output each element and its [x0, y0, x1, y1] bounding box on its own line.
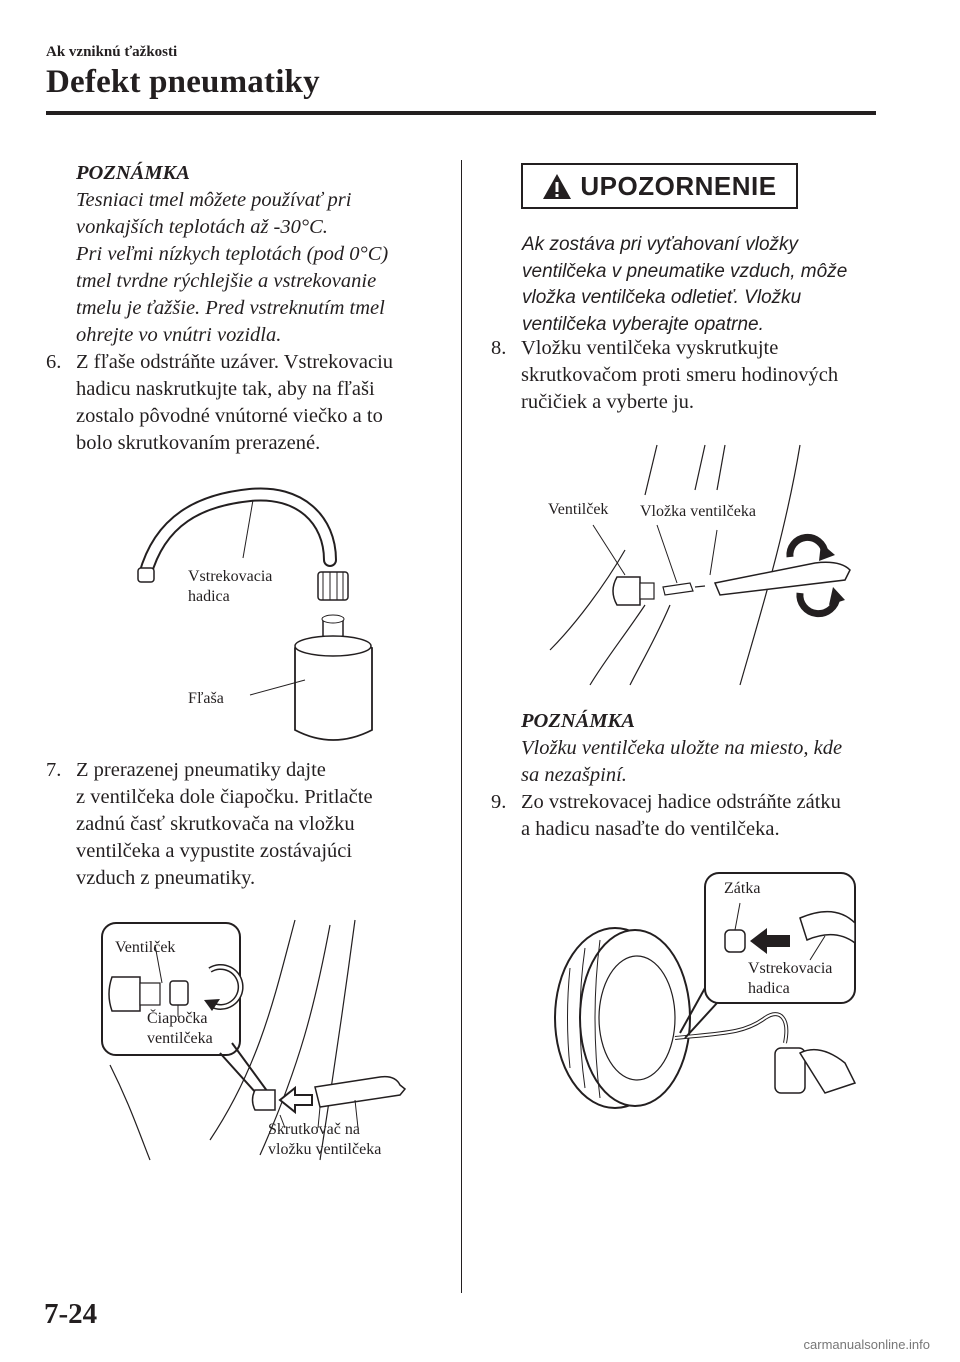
valve-cap-illustration	[101, 919, 407, 1161]
step-line: Z prerazenej pneumatiky dajte	[76, 759, 326, 781]
warning-line: ventilčeka vyberajte opatrne.	[522, 313, 764, 335]
step-line: zadnú časť skrutkovača na vložku	[76, 813, 355, 835]
label-line: Vstrekovacia	[188, 568, 273, 585]
note-2-line: Vložku ventilčeka uložte na miesto, kde	[521, 737, 843, 759]
fig4-plug-label: Zátka	[724, 880, 761, 897]
note-2-heading: POZNÁMKA	[521, 710, 635, 732]
step-line: z ventilčeka dole čiapočku. Pritlačte	[76, 786, 373, 808]
label-line: Skrutkovač na	[268, 1121, 360, 1138]
step-number: 9.	[491, 791, 507, 813]
note-2-line: sa nezašpiní.	[521, 764, 627, 786]
step-line: ventilčeka a vypustite zostávajúci	[76, 840, 353, 862]
label-line: ventilčeka	[147, 1030, 213, 1047]
note-1-line: Pri veľmi nízkych teplotách (pod 0°C)	[76, 243, 389, 265]
step-6: 6. Z fľaše odstráňte uzáver. Vstrekovaci…	[46, 349, 461, 457]
step-number: 8.	[491, 337, 507, 359]
label-line: vložku ventilčeka	[268, 1141, 382, 1158]
note-1-line: ohrejte vo vnútri vozidla.	[76, 324, 282, 346]
step-line: vzduch z pneumatiky.	[76, 867, 256, 889]
warning-text: Ak zostáva pri vyťahovaní vložky ventilč…	[522, 232, 862, 338]
fig3-core-label: Vložka ventilčeka	[640, 503, 756, 520]
note-1-line: tmelu je ťažšie. Pred vstreknutím tmel	[76, 297, 385, 319]
note-1-line: tmel tvrdne rýchlejšie a vstrekovanie	[76, 270, 377, 292]
watermark: carmanualsonline.info	[803, 1337, 930, 1352]
note-1: POZNÁMKA Tesniaci tmel môžete používať p…	[76, 160, 456, 349]
note-1-line: vonkajších teplotách až -30°C.	[76, 216, 328, 238]
note-1-heading: POZNÁMKA	[76, 162, 190, 184]
warning-line: vložka ventilčeka odletieť. Vložku	[522, 287, 802, 308]
step-number: 7.	[46, 759, 62, 781]
warning-box: UPOZORNENIE	[521, 163, 798, 209]
fig1-bottle-label: Fľaša	[188, 690, 224, 707]
step-9: 9. Zo vstrekovacej hadice odstráňte zátk…	[491, 789, 911, 843]
step-8: 8. Vložku ventilčeka vyskrutkujte skrutk…	[491, 335, 911, 416]
fig2-cap-label: Čiapočka ventilčeka	[147, 1009, 213, 1049]
step-line: a hadicu nasaďte do ventilčeka.	[521, 818, 780, 840]
label-line: Vstrekovacia	[748, 960, 833, 977]
warning-label: UPOZORNENIE	[580, 170, 777, 201]
step-line: skrutkovačom proti smeru hodinových	[521, 364, 839, 386]
step-line: bolo skrutkovaním prerazené.	[76, 432, 321, 454]
warning-line: Ak zostáva pri vyťahovaní vložky	[522, 234, 799, 255]
header-rule	[46, 111, 876, 115]
section-title: Ak vzniknú ťažkosti	[46, 44, 178, 60]
valve-core-illustration	[549, 444, 851, 686]
label-line: Čiapočka	[147, 1010, 208, 1027]
hose-tire-illustration	[554, 872, 857, 1109]
note-1-line: Tesniaci tmel môžete používať pri	[76, 189, 352, 211]
fig2-tool-label: Skrutkovač na vložku ventilčeka	[268, 1120, 381, 1160]
warning-triangle-icon	[543, 173, 572, 199]
fig1-hose-label: Vstrekovacia hadica	[188, 567, 272, 607]
step-line: zostalo pôvodné vnútorné viečko a to	[76, 405, 383, 427]
label-line: hadica	[188, 588, 230, 605]
note-2: POZNÁMKA Vložku ventilčeka uložte na mie…	[521, 708, 901, 789]
hose-bottle-illustration	[137, 487, 373, 741]
fig3-valve-label: Ventilček	[548, 501, 609, 518]
warning-line: ventilčeka v pneumatike vzduch, môže	[522, 260, 848, 282]
step-line: ručičiek a vyberte ju.	[521, 391, 695, 413]
step-line: Z fľaše odstráňte uzáver. Vstrekovaciu	[76, 351, 394, 373]
label-line: hadica	[748, 980, 790, 997]
page-number: 7-24	[44, 1298, 98, 1330]
fig4-hose-label: Vstrekovacia hadica	[748, 959, 832, 999]
page-title: Defekt pneumatiky	[46, 64, 320, 100]
step-line: Zo vstrekovacej hadice odstráňte zátku	[521, 791, 841, 813]
step-number: 6.	[46, 351, 62, 373]
fig2-valve-label: Ventilček	[115, 939, 176, 956]
step-line: Vložku ventilčeka vyskrutkujte	[521, 337, 779, 359]
column-divider	[461, 160, 462, 1293]
step-7: 7. Z prerazenej pneumatiky dajte z venti…	[46, 757, 461, 892]
step-line: hadicu naskrutkujte tak, aby na fľaši	[76, 378, 375, 400]
